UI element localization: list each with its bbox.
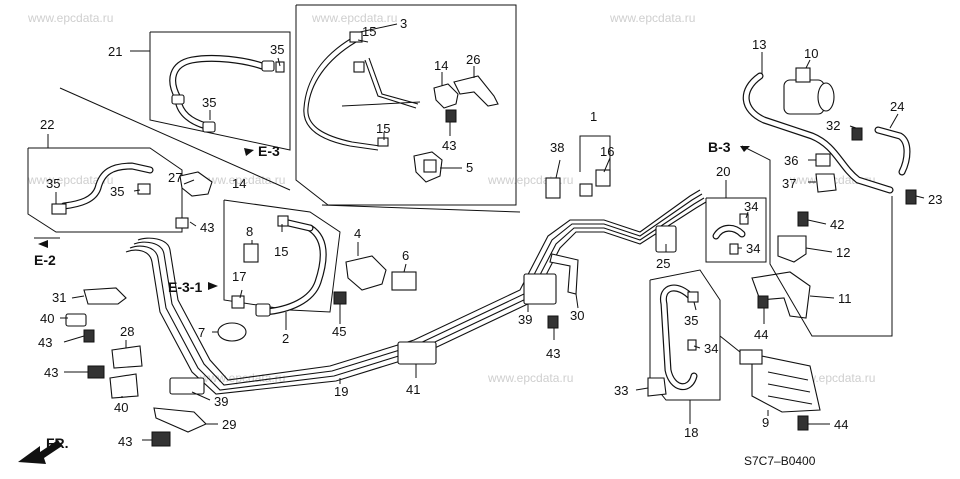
callout-45: 45 [332, 324, 346, 339]
right-parts [647, 67, 917, 431]
callout-35: 35 [684, 313, 698, 328]
callout-17: 17 [232, 269, 246, 284]
callout-15: 15 [274, 244, 288, 259]
ref-e3: E-3 [258, 143, 280, 159]
callout-43: 43 [200, 220, 214, 235]
callout-39: 39 [214, 394, 228, 409]
detail-box-21 [149, 31, 291, 151]
callout-35: 35 [46, 176, 60, 191]
callout-13: 13 [752, 37, 766, 52]
callout-15: 15 [376, 121, 390, 136]
callout-20: 20 [716, 164, 730, 179]
callout-44: 44 [754, 327, 768, 342]
callout-35: 35 [110, 184, 124, 199]
callout-30: 30 [570, 308, 584, 323]
callout-25: 25 [656, 256, 670, 271]
callout-6: 6 [402, 248, 409, 263]
ref-e3-1: E-3-1 [168, 279, 202, 295]
callout-2: 2 [282, 331, 289, 346]
callout-27: 27 [168, 170, 182, 185]
arrow-icon [244, 148, 254, 156]
callout-44: 44 [834, 417, 848, 432]
callout-34: 34 [704, 341, 718, 356]
callout-43: 43 [44, 365, 58, 380]
fuel-pipe-bundle-19 [125, 189, 707, 395]
small-parts-left [65, 169, 611, 447]
callout-43: 43 [442, 138, 456, 153]
callout-12: 12 [836, 245, 850, 260]
section-references: E-3 E-2 E-3-1 B-3 [34, 139, 731, 295]
watermark-text: www.epcdata.ru [311, 11, 397, 25]
callout-33: 33 [614, 383, 628, 398]
ref-b3: B-3 [708, 139, 731, 155]
callout-10: 10 [804, 46, 818, 61]
watermark-text: www.epcdata.ru [609, 11, 695, 25]
callout-22: 22 [40, 117, 54, 132]
hose-loop-2 [223, 199, 341, 317]
watermark-text: www.epcdata.ru [487, 371, 573, 385]
callout-34: 34 [744, 199, 758, 214]
callout-31: 31 [52, 290, 66, 305]
callout-24: 24 [890, 99, 904, 114]
callout-43: 43 [118, 434, 132, 449]
callout-38: 38 [550, 140, 564, 155]
callout-11: 11 [838, 291, 852, 306]
callout-23: 23 [928, 192, 942, 207]
detail-box-3 [295, 4, 517, 206]
callout-4: 4 [354, 226, 361, 241]
callout-41: 41 [406, 382, 420, 397]
leader-lines [47, 23, 925, 441]
callout-43: 43 [546, 346, 560, 361]
callout-35: 35 [202, 95, 216, 110]
callout-14: 14 [434, 58, 448, 73]
callout-32: 32 [826, 118, 840, 133]
callout-14: 14 [232, 176, 246, 191]
callout-3: 3 [400, 16, 407, 31]
callout-34: 34 [746, 241, 760, 256]
callout-19: 19 [334, 384, 348, 399]
callout-8: 8 [246, 224, 253, 239]
callout-9: 9 [762, 415, 769, 430]
diagram-code: S7C7–B0400 [744, 454, 816, 468]
callout-42: 42 [830, 217, 844, 232]
callout-1: 1 [590, 109, 597, 124]
reference-arrows [38, 146, 750, 290]
callout-21: 21 [108, 44, 122, 59]
callout-15: 15 [362, 24, 376, 39]
callout-28: 28 [120, 324, 134, 339]
callout-35: 35 [270, 42, 284, 57]
ref-e2: E-2 [34, 252, 56, 268]
callout-40: 40 [40, 311, 54, 326]
watermark-text: www.epcdata.ru [27, 173, 113, 187]
callout-5: 5 [466, 160, 473, 175]
watermark-text: www.epcdata.ru [27, 11, 113, 25]
arrow-icon [208, 282, 218, 290]
callout-26: 26 [466, 52, 480, 67]
detail-box-22 [27, 147, 183, 239]
callout-29: 29 [222, 417, 236, 432]
callouts: 21 35 35 15 3 14 26 15 43 5 22 35 35 27 … [38, 16, 942, 449]
front-direction-arrow: FR. [18, 435, 69, 464]
callout-36: 36 [784, 153, 798, 168]
watermark-text: www.epcdata.ru [199, 173, 285, 187]
callout-37: 37 [782, 176, 796, 191]
callout-18: 18 [684, 425, 698, 440]
callout-40: 40 [114, 400, 128, 415]
callout-16: 16 [600, 144, 614, 159]
arrow-icon [38, 240, 48, 248]
front-label: FR. [46, 435, 69, 451]
callout-7: 7 [198, 325, 205, 340]
arrow-icon [740, 146, 750, 152]
callout-39: 39 [518, 312, 532, 327]
front-arrow-icon [18, 440, 62, 464]
callout-43: 43 [38, 335, 52, 350]
